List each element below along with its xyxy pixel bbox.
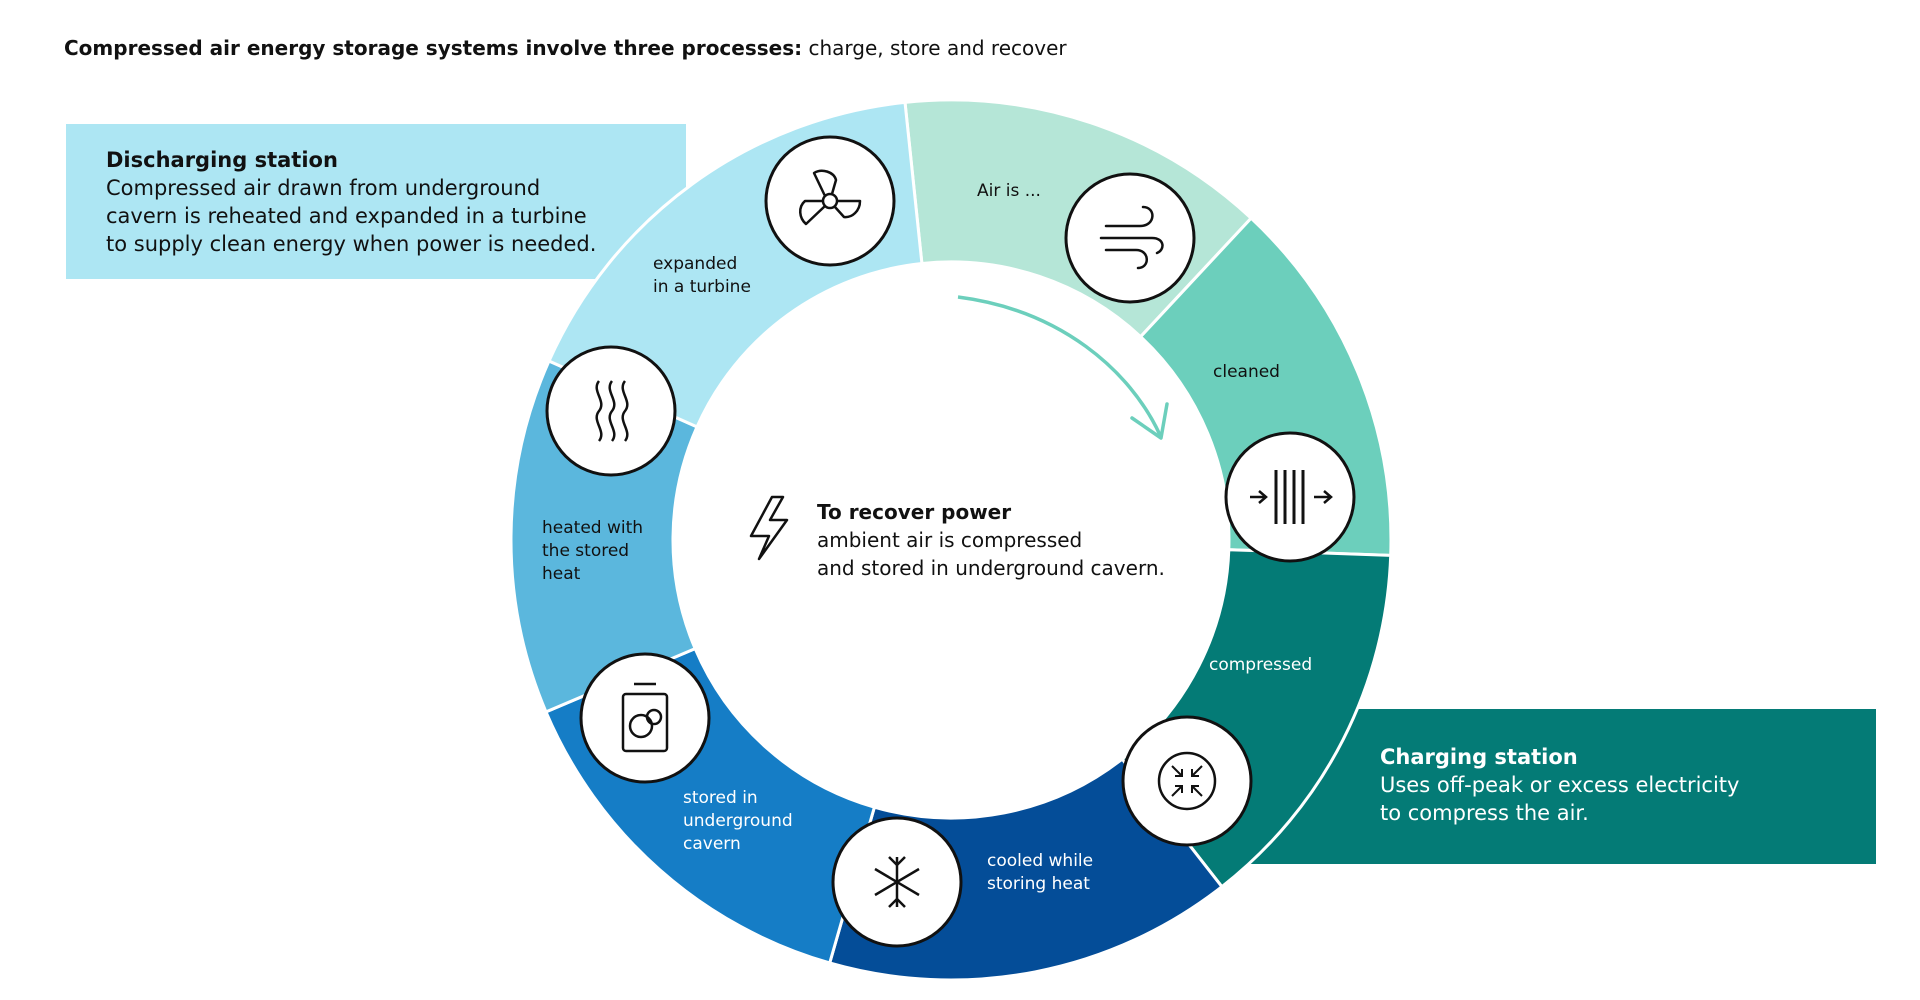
discharging-station-description: Compressed air drawn from underground ca… (106, 176, 597, 256)
discharging-station-panel: Discharging station Compressed air drawn… (66, 124, 686, 279)
step-label-compressed: compressed (1209, 655, 1313, 675)
step-label-stored: stored in underground cavern (683, 788, 793, 854)
charging-station-heading: Charging station (1380, 745, 1578, 769)
step-label-cleaned: cleaned (1213, 362, 1280, 382)
compress-icon (1121, 715, 1253, 847)
snowflake-icon (831, 816, 963, 948)
step-label-expanded: expanded in a turbine (653, 254, 751, 297)
wind-icon (1064, 172, 1196, 304)
filter-icon (1224, 431, 1356, 563)
discharging-station-heading: Discharging station (106, 148, 338, 172)
title-bold: Compressed air energy storage systems in… (64, 36, 803, 60)
page-title: Compressed air energy storage systems in… (64, 36, 1067, 60)
turbine-icon (764, 135, 896, 267)
storage-tank-icon (579, 652, 711, 784)
center-description: ambient air is compressed and stored in … (817, 528, 1165, 580)
step-label-air: Air is ... (977, 181, 1041, 201)
center-text: To recover power ambient air is compress… (817, 498, 1165, 582)
heat-waves-icon (545, 345, 677, 477)
flow-arrow-head (1130, 402, 1169, 440)
lightning-icon (749, 495, 789, 561)
step-label-heated: heated with the stored heat (542, 518, 644, 584)
center-heading: To recover power (817, 500, 1012, 524)
step-label-cooled: cooled while storing heat (987, 851, 1094, 894)
flow-arrow (957, 295, 1162, 436)
title-rest: charge, store and recover (802, 36, 1067, 60)
charging-station-description: Uses off-peak or excess electricity to c… (1380, 773, 1740, 825)
